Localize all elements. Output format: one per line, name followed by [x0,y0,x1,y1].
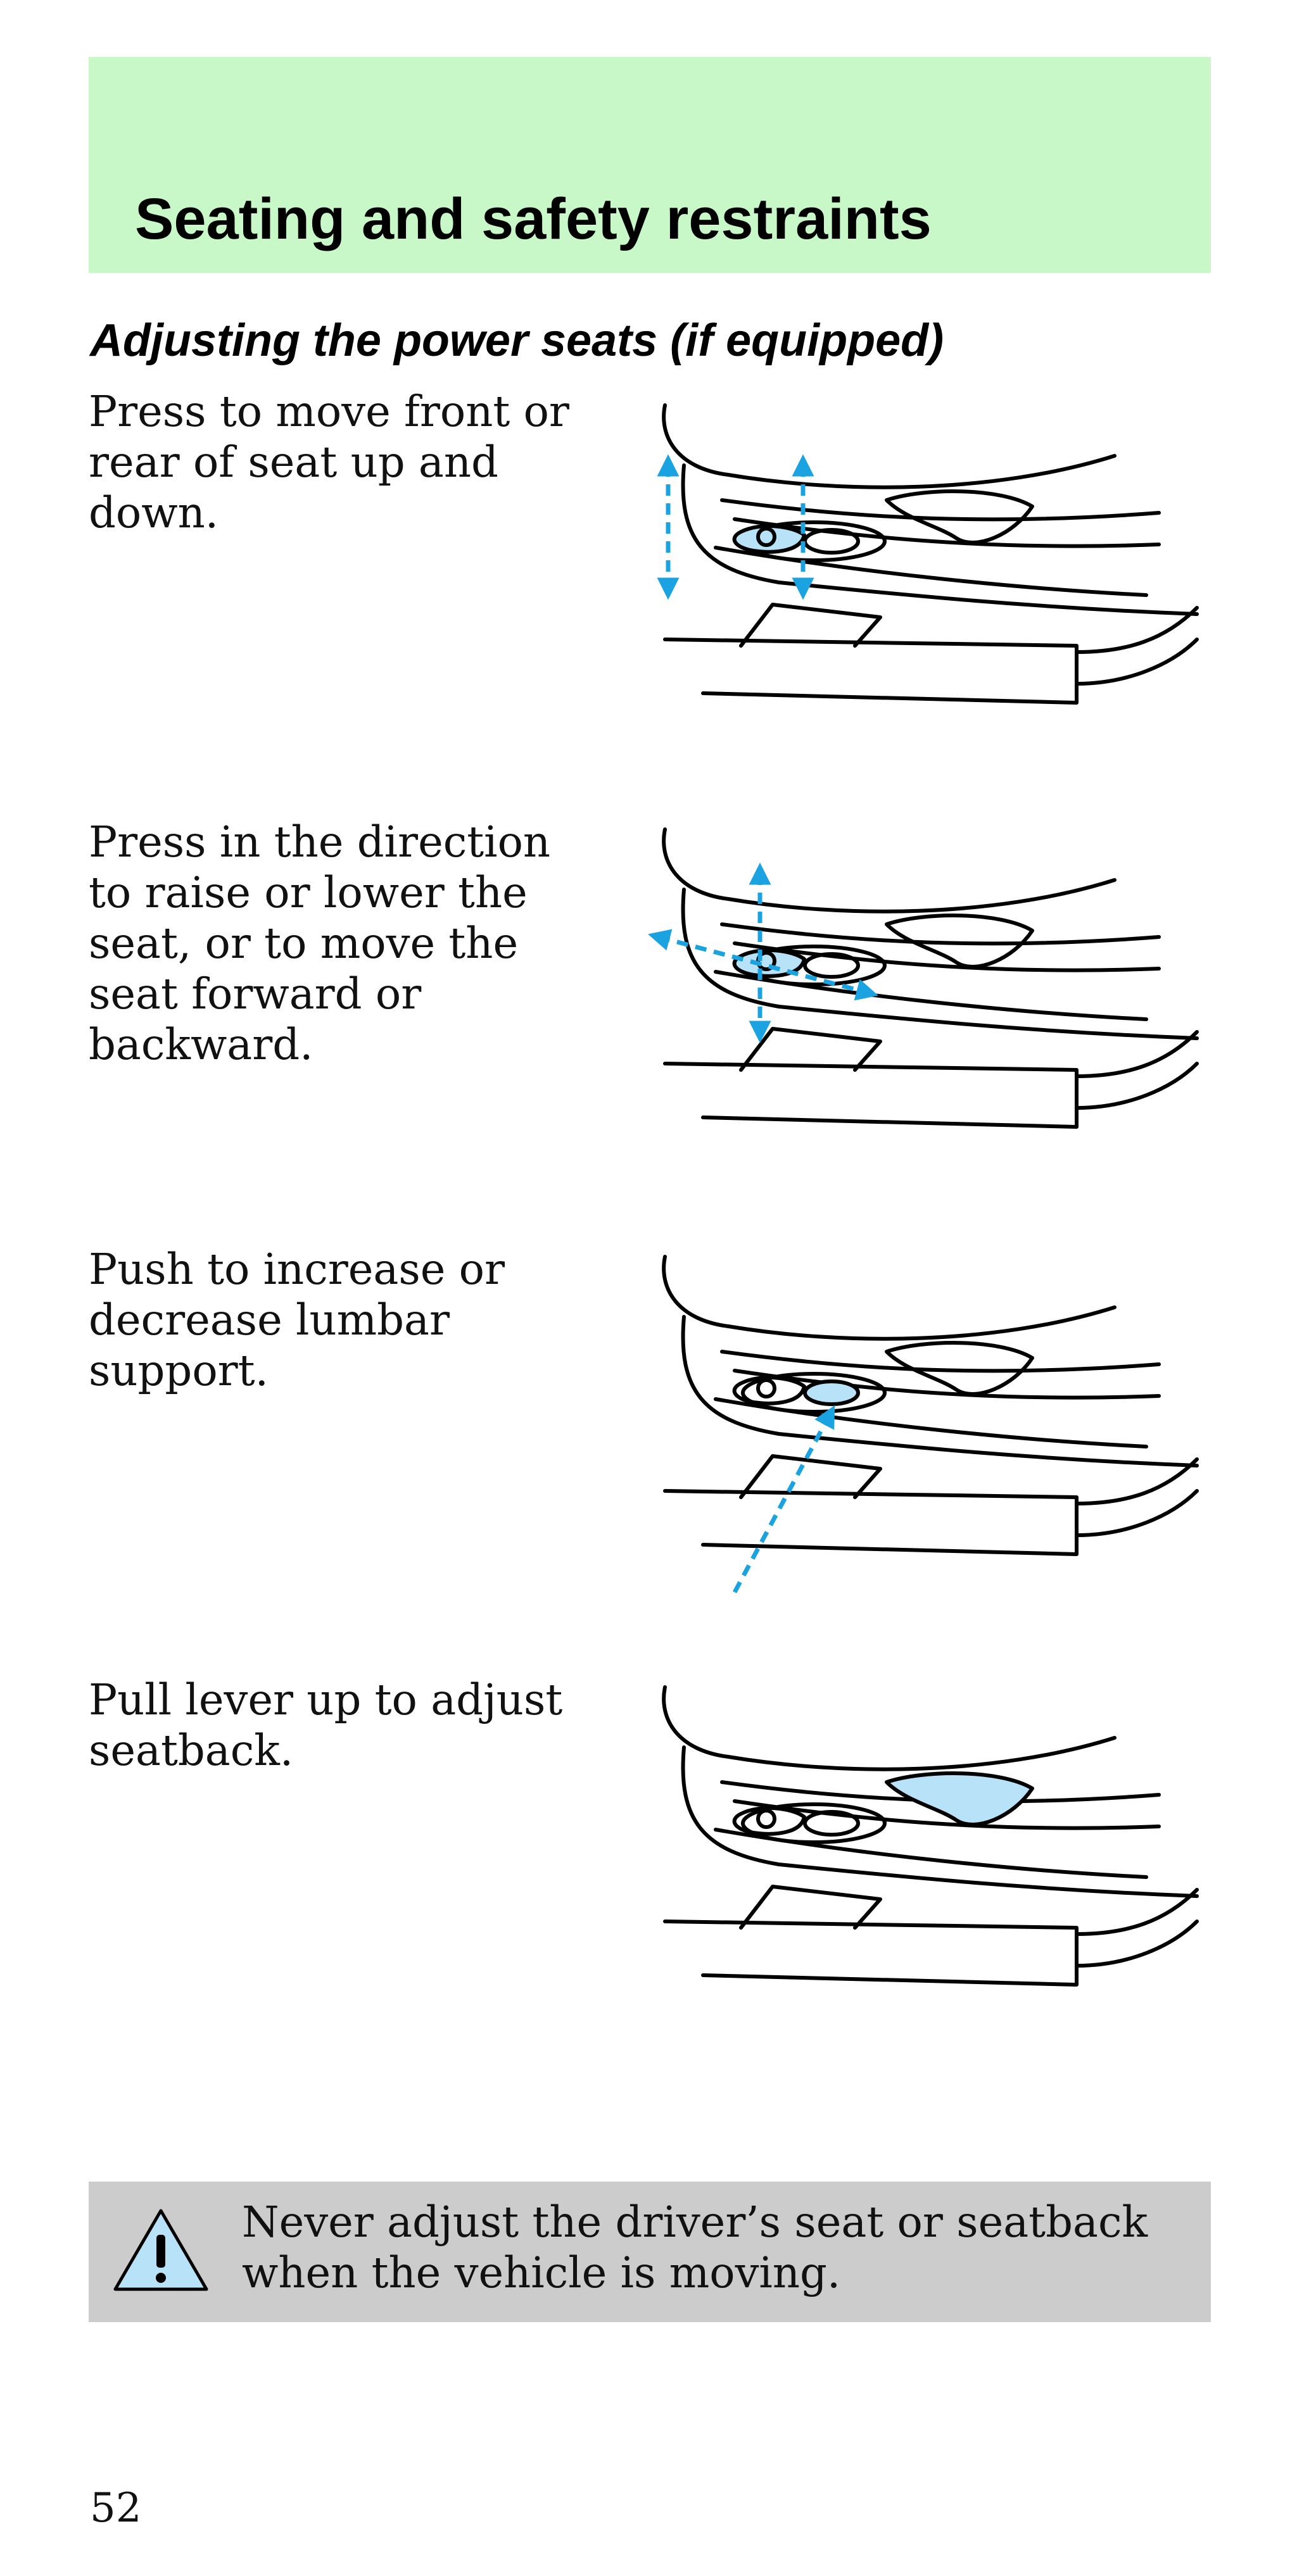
step-1-text: Press to move front or rear of seat up a… [89,387,569,537]
step-3-text: Push to increase or decrease lumbar supp… [89,1245,505,1395]
seat-tilt-illustration [657,403,1199,705]
lumbar-support-illustration [662,1255,1199,1593]
step-4-text: Pull lever up to adjust seatback. [89,1675,563,1775]
page-title: Seating and safety restraints [135,187,932,251]
section-subtitle: Adjusting the power seats (if equipped) [90,315,944,366]
page-number: 52 [90,2485,142,2532]
step-2-text: Press in the direction to raise or lower… [89,817,551,1069]
section-header: Seating and safety restraints [89,57,1211,273]
seat-position-illustration [648,827,1199,1129]
seatback-lever-illustration [662,1685,1199,1987]
warning-triangle-icon [113,2209,208,2291]
warning-callout: Never adjust the driver’s seat or seatba… [89,2182,1211,2322]
warning-text: Never adjust the driver’s seat or seatba… [242,2197,1148,2297]
